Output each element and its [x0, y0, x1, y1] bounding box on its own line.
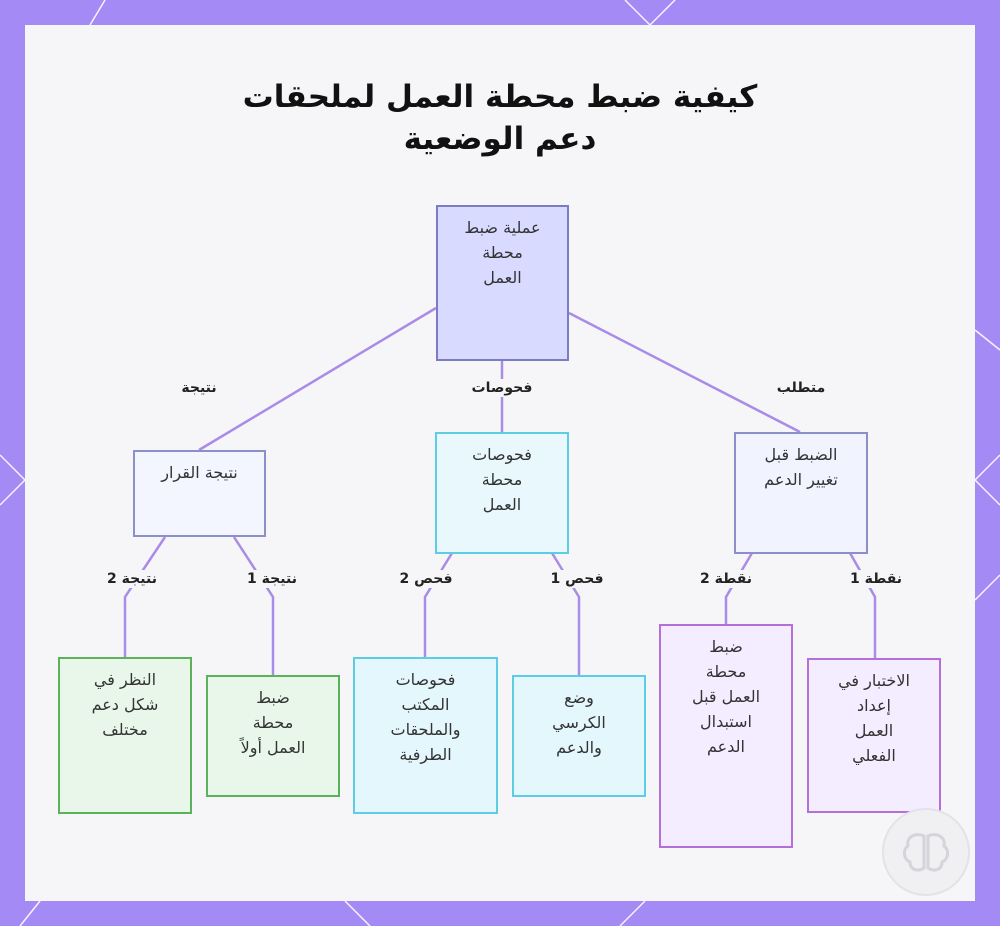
node-text: محطة — [705, 662, 747, 681]
edge-req-before — [724, 552, 754, 624]
edge-outcome-first — [232, 536, 275, 675]
node-root: عملية ضبط محطة العمل — [436, 205, 569, 361]
brain-logo-icon — [902, 833, 950, 872]
diagram-title: كيفية ضبط محطة العمل لملحقات دعم الوضعية — [0, 76, 1000, 160]
node-text: فحوصات — [472, 445, 532, 464]
node-text: الكرسي — [552, 713, 606, 732]
edge-label-check-1: فحص 1 — [546, 570, 608, 588]
node-leaf-adjust-before: ضبط محطة العمل قبل استبدال الدعم — [659, 624, 793, 848]
node-text: محطة — [252, 713, 294, 732]
node-text: العمل أولاً — [240, 738, 306, 757]
node-text: الضبط قبل — [764, 445, 838, 464]
node-text: النظر في — [93, 670, 157, 689]
edge-checks-chair — [550, 552, 581, 675]
edge-label-result: نتيجة — [177, 379, 221, 397]
edge-outcome-alt — [123, 536, 167, 657]
node-requirement: الضبط قبل تغيير الدعم — [734, 432, 868, 554]
node-leaf-adjust-first: ضبط محطة العمل أولاً — [206, 675, 340, 797]
node-leaf-test: الاختبار في إعداد العمل الفعلي — [807, 658, 941, 813]
edge-label-point-2: نقطة 2 — [695, 570, 757, 588]
node-outcome: نتيجة القرار — [133, 450, 266, 537]
edge-label-result-2: نتيجة 2 — [103, 570, 161, 588]
node-text: والدعم — [556, 738, 602, 757]
node-text: ضبط — [709, 637, 743, 656]
node-text: إعداد — [857, 696, 891, 715]
node-leaf-chair: وضع الكرسي والدعم — [512, 675, 646, 797]
edge-label-requirement: متطلب — [772, 379, 830, 397]
edge-label-result-1: نتيجة 1 — [243, 570, 301, 588]
node-text: استبدال — [700, 712, 752, 731]
node-text: وضع — [564, 688, 594, 707]
node-text: ضبط — [256, 688, 290, 707]
node-text: محطة — [482, 243, 523, 262]
title-line-2: دعم الوضعية — [403, 121, 597, 157]
brain-logo-icon — [882, 808, 970, 896]
title-line-1: كيفية ضبط محطة العمل لملحقات — [242, 79, 758, 115]
node-text: الدعم — [707, 737, 745, 756]
edge-root-outcome — [198, 306, 437, 452]
edge-label-point-1: نقطة 1 — [845, 570, 907, 588]
node-text: العمل — [483, 268, 522, 287]
node-text: تغيير الدعم — [764, 470, 838, 489]
node-text: الفعلي — [852, 746, 896, 765]
node-text: محطة — [481, 470, 523, 489]
node-text: العمل — [854, 721, 894, 740]
node-text: الطرفية — [399, 745, 452, 764]
edge-root-requirement — [568, 311, 801, 434]
node-text: عملية ضبط — [464, 218, 541, 237]
node-leaf-alternative: النظر في شكل دعم مختلف — [58, 657, 192, 814]
node-text: نتيجة القرار — [161, 463, 238, 482]
node-text: العمل قبل — [691, 687, 761, 706]
node-text: المكتب — [401, 695, 450, 714]
node-text: مختلف — [102, 720, 148, 739]
edge-label-checks: فحوصات — [467, 379, 537, 397]
node-text: شكل دعم — [91, 695, 159, 714]
node-checks: فحوصات محطة العمل — [435, 432, 569, 554]
edge-label-check-2: فحص 2 — [395, 570, 457, 588]
node-text: والملحقات — [390, 720, 461, 739]
edge-req-test — [848, 552, 877, 658]
node-text: العمل — [482, 495, 522, 514]
node-text: الاختبار في — [838, 671, 910, 690]
node-leaf-desk-checks: فحوصات المكتب والملحقات الطرفية — [353, 657, 498, 814]
node-text: فحوصات — [395, 670, 456, 689]
edge-checks-desk — [423, 552, 454, 657]
